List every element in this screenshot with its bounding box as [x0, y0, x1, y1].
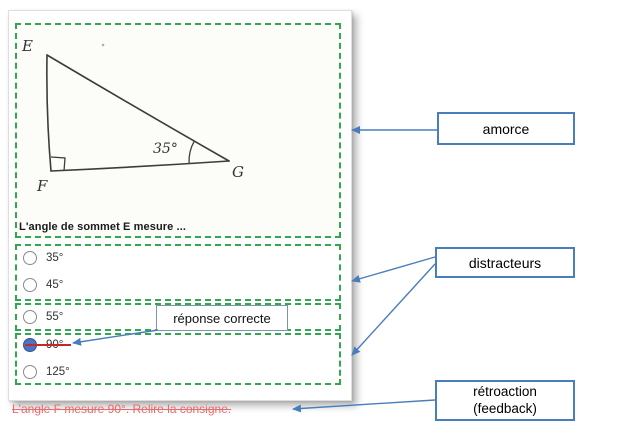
option-label: 55° [46, 311, 64, 323]
quiz-card: E F G 35° L'angle de sommet E mesure ...… [8, 10, 352, 401]
radio-125-button[interactable] [23, 365, 37, 379]
triangle-side-FG [50, 160, 230, 172]
arrow-retroaction [292, 399, 436, 413]
vertex-g-label: G [232, 163, 244, 181]
right-angle-mark [50, 156, 66, 172]
option-label: 45° [46, 279, 64, 291]
radio-55-button[interactable] [23, 310, 37, 324]
option-row-35[interactable]: 35° [23, 248, 63, 268]
option-row-45[interactable]: 45° [23, 275, 63, 295]
arrow-distracteurs-2 [351, 263, 436, 356]
angle-arc [188, 140, 195, 164]
vertex-e-label: E [21, 37, 33, 55]
distractor-group-2-region [15, 333, 341, 385]
reponse-correcte-label: réponse correcte [156, 305, 288, 331]
feedback-text: L'angle F mesure 90°. Relire la consigne… [12, 402, 232, 416]
arrow-distracteurs-1 [351, 256, 436, 283]
triangle-side-EF [46, 54, 52, 172]
triangle-figure: E F G 35° [21, 37, 244, 195]
option-label: 35° [46, 252, 64, 264]
amorce-region: E F G 35° L'angle de sommet E mesure ... [15, 23, 341, 238]
option-label: 125° [46, 366, 70, 378]
annotation-retroaction: rétroaction (feedback) [435, 380, 575, 421]
paper-speck [101, 43, 105, 47]
vertex-f-label: F [36, 177, 48, 195]
triangle-side-EG [46, 54, 230, 162]
radio-35-button[interactable] [23, 251, 37, 265]
strikethrough-mark [25, 344, 71, 346]
annotation-distracteurs: distracteurs [435, 247, 575, 278]
annotation-retroaction-line2: (feedback) [473, 400, 537, 416]
question-text: L'angle de sommet E mesure ... [19, 221, 187, 233]
radio-45-button[interactable] [23, 278, 37, 292]
option-row-55[interactable]: 55° [23, 307, 63, 327]
option-row-125[interactable]: 125° [23, 362, 70, 382]
annotation-amorce: amorce [437, 112, 575, 145]
distractor-group-1-region [15, 244, 341, 301]
angle-value-label: 35° [153, 141, 178, 157]
annotation-retroaction-line1: rétroaction [473, 383, 537, 399]
